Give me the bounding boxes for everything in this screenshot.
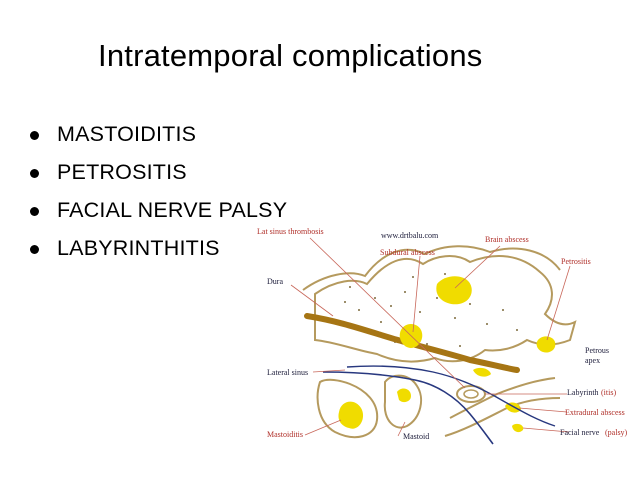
bullet-dot-icon	[30, 131, 39, 140]
label-brain-abscess: Brain abscess	[485, 235, 529, 244]
label-extradural-abscess: Extradural abscess	[565, 408, 625, 417]
petrositis-blob	[536, 336, 556, 353]
bullet-text: LABYRINTHITIS	[57, 235, 220, 260]
leader-lines	[290, 237, 571, 437]
label-mastoid: Mastoid	[403, 432, 429, 441]
middle-ear-curve	[449, 377, 556, 419]
bullet-dot-icon	[30, 169, 39, 178]
bullet-list: MASTOIDITIS PETROSITIS FACIAL NERVE PALS…	[30, 115, 287, 267]
mastoiditis-blob	[338, 401, 364, 429]
middle-ear-curve-2	[444, 397, 561, 437]
bullet-item: PETROSITIS	[30, 153, 287, 191]
extradural-abscess-blob	[505, 402, 521, 413]
label-labyrinth-suffix: (itis)	[601, 388, 616, 397]
perisinus-abscess-blob	[473, 367, 491, 377]
figure-watermark: www.drtbalu.com	[381, 231, 439, 240]
label-subdural-abscess: Subdural abscess	[380, 248, 435, 257]
lateral-sinus-band	[304, 313, 520, 373]
label-petrous-apex-2: apex	[585, 356, 600, 365]
bullet-dot-icon	[30, 245, 39, 254]
mastoid-outline	[316, 378, 379, 439]
label-lateral-sinus: Lateral sinus	[267, 368, 308, 377]
label-labyrinth: Labyrinth	[567, 388, 599, 397]
bullet-dot-icon	[30, 207, 39, 216]
label-facial-nerve: Facial nerve	[560, 428, 600, 437]
mastoid-air-cell-blob	[397, 388, 411, 403]
bullet-text: PETROSITIS	[57, 159, 187, 184]
brain-abscess-blob	[436, 276, 472, 305]
lateral-sinus-line	[322, 371, 494, 445]
label-dura: Dura	[267, 277, 283, 286]
mastoid-air-cell-outline	[383, 374, 423, 429]
dura-contour	[302, 245, 561, 291]
label-mastoiditis: Mastoiditis	[267, 430, 303, 439]
label-petrous-apex-1: Petrous	[585, 346, 609, 355]
bullet-item: LABYRINTHITIS	[30, 229, 287, 267]
label-facial-nerve-suffix: (palsy)	[605, 428, 628, 437]
ear-anatomy-diagram: Lat sinus thrombosis www.drtbalu.com Bra…	[257, 227, 628, 445]
label-lat-sinus-thrombosis: Lat sinus thrombosis	[257, 227, 324, 236]
bullet-item: MASTOIDITIS	[30, 115, 287, 153]
slide-title: Intratemporal complications	[98, 38, 483, 73]
facial-nerve-blob	[512, 423, 524, 433]
bullet-item: FACIAL NERVE PALSY	[30, 191, 287, 229]
tegmen-bone-outline	[314, 255, 577, 363]
bone-texture	[334, 273, 518, 347]
label-petrositis: Petrositis	[561, 257, 591, 266]
facial-nerve-line	[346, 365, 556, 427]
bullet-text: MASTOIDITIS	[57, 121, 197, 146]
bullet-text: FACIAL NERVE PALSY	[57, 197, 288, 222]
